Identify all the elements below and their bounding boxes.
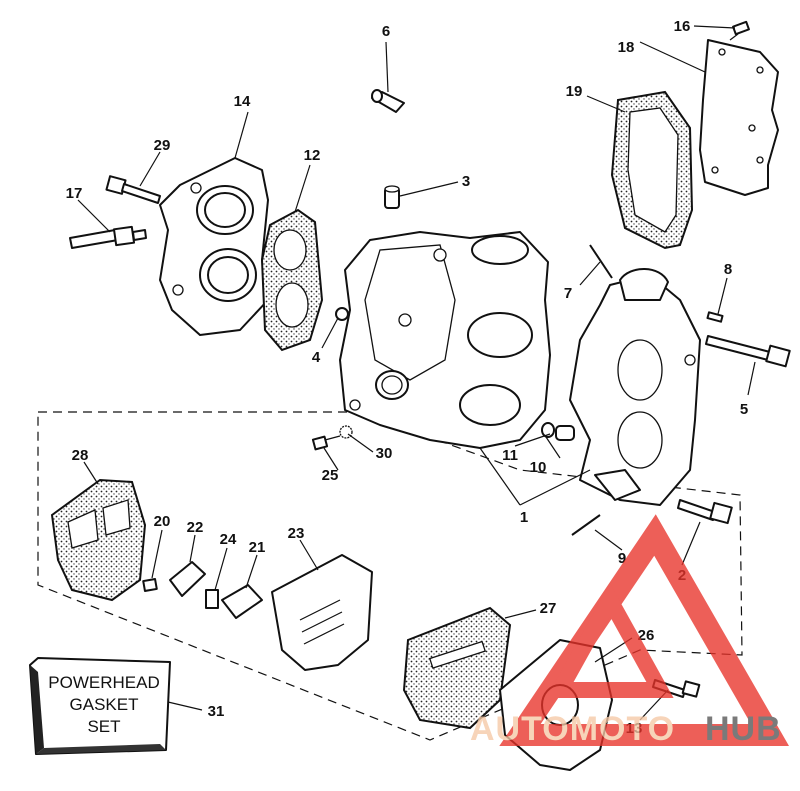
gasket-set-box: POWERHEAD GASKET SET: [29, 657, 171, 755]
head-cover-gasket: [610, 90, 694, 250]
bolt-5: [705, 335, 791, 368]
callout-10: 10: [530, 459, 547, 476]
callout-21: 21: [249, 539, 266, 556]
callout-4: 4: [312, 349, 321, 366]
spacer-24: [205, 589, 219, 609]
screw-25: [311, 435, 341, 451]
callout-3: 3: [462, 173, 470, 190]
dowel-3: [384, 185, 400, 209]
callout-19: 19: [566, 83, 583, 100]
bolt-29: [105, 175, 161, 204]
crankcase: [569, 268, 701, 506]
callout-17: 17: [66, 185, 83, 202]
pin-8: [706, 311, 724, 323]
callout-27: 27: [540, 600, 557, 617]
automotohub-watermark: AUTOMOTO HUB: [470, 514, 790, 748]
bolt-2: [677, 499, 733, 525]
callout-9: 9: [618, 550, 626, 567]
spark-plug: [69, 225, 147, 249]
screw-16: [729, 20, 750, 41]
gasket-box-line-2: GASKET: [70, 695, 139, 714]
watermark-triangle-inner: [546, 583, 674, 698]
callout-5: 5: [740, 401, 748, 418]
callout-11: 11: [502, 447, 518, 464]
callout-29: 29: [154, 137, 171, 154]
callout-23: 23: [288, 525, 305, 542]
callout-20: 20: [154, 513, 171, 530]
callout-7: 7: [564, 285, 572, 302]
cylinder-block: [339, 231, 551, 449]
reed-stop-22: [169, 561, 206, 597]
callout-16: 16: [674, 18, 691, 35]
screw-20: [142, 578, 158, 592]
gasket-28: [50, 478, 147, 602]
callout-22: 22: [187, 519, 204, 536]
watermark-text-auto: AUTOMOTO: [470, 710, 675, 748]
transfer-port-gasket: [260, 208, 324, 352]
callout-28: 28: [72, 447, 89, 464]
callout-26: 26: [638, 627, 655, 644]
reed-21: [221, 584, 263, 619]
callout-30: 30: [376, 445, 393, 462]
callout-labels: 1 2 3 4 5 6 7 8 9 10 11 12 13 14 16 17 1…: [66, 18, 749, 737]
callout-25: 25: [322, 467, 339, 484]
pin-9: [571, 514, 601, 536]
gasket-box-line-3: SET: [87, 717, 120, 736]
leader-lines: [77, 25, 756, 721]
gasket-27: [402, 606, 512, 730]
washer-11: [541, 422, 555, 438]
dowel-4: [335, 307, 349, 321]
callout-6: 6: [382, 23, 390, 40]
pin-7: [589, 244, 613, 279]
bushing-10: [555, 425, 575, 441]
callout-12: 12: [304, 147, 321, 164]
callout-1: 1: [520, 509, 528, 526]
intake-cover: [499, 639, 613, 771]
gasket-box-line-1: POWERHEAD: [48, 673, 159, 692]
callout-24: 24: [220, 531, 237, 548]
watermark-text-hub: HUB: [705, 710, 782, 748]
reed-plate-23: [271, 554, 373, 671]
callout-18: 18: [618, 39, 635, 56]
callout-31: 31: [208, 703, 225, 720]
bushing-6: [371, 89, 405, 113]
transfer-port-cover: [159, 157, 269, 336]
cylinder-head-cover: [699, 39, 779, 196]
callout-14: 14: [234, 93, 251, 110]
callout-8: 8: [724, 261, 732, 278]
